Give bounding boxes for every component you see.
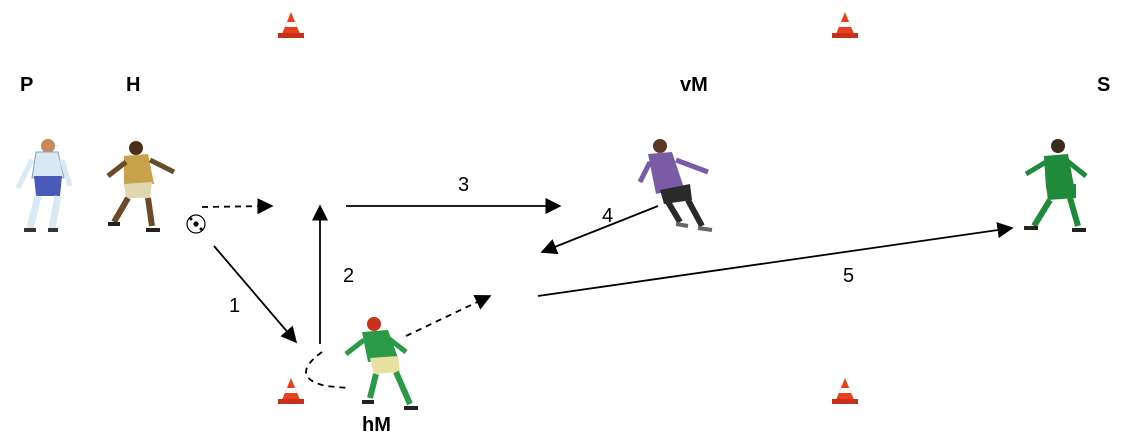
player-h-figure-icon <box>106 141 176 232</box>
step-number-1: 1 <box>229 295 240 317</box>
cone-top-left-icon <box>278 12 304 38</box>
step-number-5: 5 <box>843 265 854 287</box>
run-arrow-hm-curve <box>305 351 349 389</box>
label-player-h: H <box>126 74 140 96</box>
label-player-hm: hM <box>362 414 391 436</box>
soccer-ball-icon <box>186 214 206 234</box>
player-hm-figure-icon <box>344 317 418 410</box>
label-player-vm: vM <box>680 74 708 96</box>
run-arrow-hm-diagonal <box>405 294 492 337</box>
step-number-4: 4 <box>602 205 613 227</box>
pass-arrow-4 <box>540 205 659 255</box>
pass-arrow-5 <box>537 222 1014 297</box>
player-s-figure-icon <box>1024 139 1088 232</box>
label-player-s: S <box>1097 74 1110 96</box>
label-player-p: P <box>20 74 33 96</box>
run-arrow-h <box>201 198 274 215</box>
cone-top-right-icon <box>832 12 858 38</box>
step-number-3: 3 <box>458 174 469 196</box>
player-vm-figure-icon <box>637 139 713 232</box>
cone-bottom-left-icon <box>278 378 304 404</box>
cone-bottom-right-icon <box>832 378 858 404</box>
pass-arrow-1 <box>213 245 298 344</box>
step-number-2: 2 <box>343 265 354 287</box>
player-p-figure-icon <box>15 139 73 232</box>
